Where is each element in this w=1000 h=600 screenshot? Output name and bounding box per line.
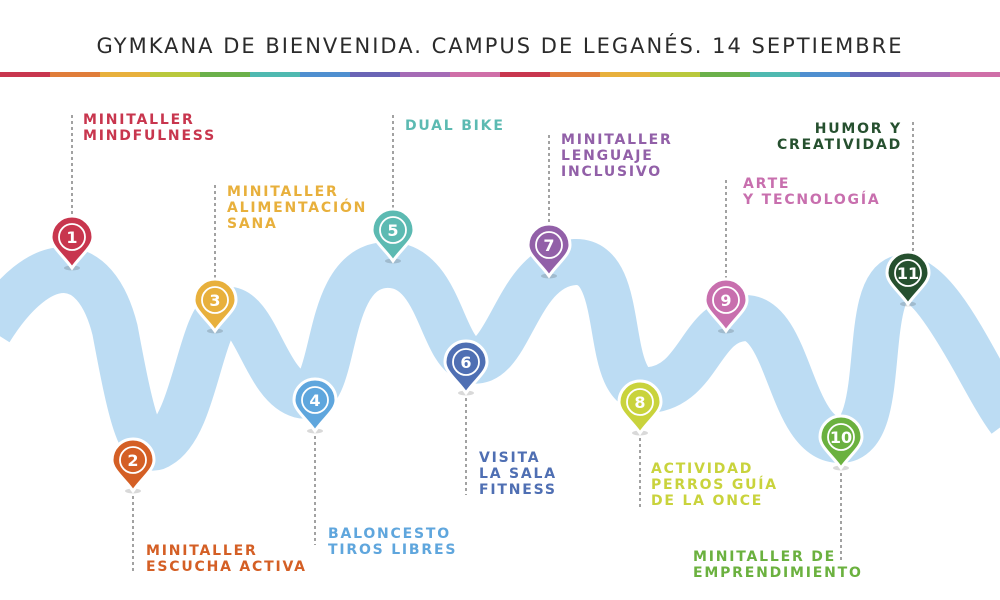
stop-label-line: ALIMENTACIÓN — [227, 200, 368, 216]
stop-label-line: MINITALLER — [561, 132, 673, 148]
stop-label-line: MINITALLER — [146, 543, 258, 559]
rainbow-segment — [750, 72, 800, 77]
pin-number-7: 7 — [543, 236, 554, 255]
pin-number-2: 2 — [127, 451, 138, 470]
rainbow-segment — [450, 72, 500, 77]
connector-lines — [71, 115, 914, 572]
rainbow-segment — [0, 72, 50, 77]
stop-label-line: MINITALLER DE — [693, 549, 837, 565]
stop-label-line: PERROS GUÍA — [651, 477, 778, 493]
stop-label-line: SANA — [227, 216, 278, 232]
stop-label-line: ACTIVIDAD — [651, 461, 754, 477]
map-pin-icon-6: 6 — [443, 339, 489, 396]
rainbow-segment — [250, 72, 300, 77]
stop-label-line: HUMOR Y — [814, 121, 902, 137]
rainbow-segment — [50, 72, 100, 77]
map-pin-icon-11: 11 — [885, 250, 931, 307]
stop-label-line: DE LA ONCE — [651, 493, 764, 509]
rainbow-segment — [500, 72, 550, 77]
pins-layer: 1 2 3 4 5 6 7 8 9 10 11 — [49, 207, 931, 494]
map-pin-icon-3: 3 — [192, 277, 238, 334]
pin-number-5: 5 — [387, 221, 398, 240]
pin-number-1: 1 — [66, 228, 77, 247]
stop-label-5: DUAL BIKE — [405, 118, 505, 134]
pin-number-6: 6 — [460, 353, 471, 372]
pin-number-9: 9 — [720, 291, 731, 310]
rainbow-segment — [900, 72, 950, 77]
stop-label-line: MINITALLER — [227, 184, 339, 200]
map-pin-icon-4: 4 — [292, 377, 338, 434]
map-pin-icon-9: 9 — [703, 277, 749, 334]
rainbow-segment — [850, 72, 900, 77]
rainbow-segment — [150, 72, 200, 77]
stop-label-line: LA SALA — [479, 466, 557, 482]
rainbow-segment — [950, 72, 1000, 77]
stop-label-line: CREATIVIDAD — [776, 137, 902, 153]
pin-number-10: 10 — [830, 428, 852, 447]
stop-label-line: EMPRENDIMIENTO — [693, 565, 863, 581]
rainbow-segment — [650, 72, 700, 77]
stop-label-line: VISITA — [479, 450, 541, 466]
pin-number-8: 8 — [634, 393, 645, 412]
stop-label-line: ESCUCHA ACTIVA — [146, 559, 307, 575]
map-pin-icon-1: 1 — [49, 214, 95, 271]
map-pin-icon-5: 5 — [370, 207, 416, 264]
map-pin-icon-8: 8 — [617, 379, 663, 436]
rainbow-segment — [200, 72, 250, 77]
page-title: GYMKANA DE BIENVENIDA. CAMPUS DE LEGANÉS… — [96, 34, 904, 58]
stop-label-line: ARTE — [743, 176, 791, 192]
stop-label-line: INCLUSIVO — [561, 164, 662, 180]
rainbow-segment — [350, 72, 400, 77]
stop-label-line: DUAL BIKE — [405, 118, 505, 134]
rainbow-segment — [600, 72, 650, 77]
map-pin-icon-10: 10 — [818, 414, 864, 471]
stop-label-line: MINDFULNESS — [83, 128, 216, 144]
map-pin-icon-2: 2 — [110, 437, 156, 494]
stop-label-line: LENGUAJE — [561, 148, 654, 164]
rainbow-divider — [0, 72, 1000, 77]
rainbow-segment — [100, 72, 150, 77]
map-pin-icon-7: 7 — [526, 222, 572, 279]
stop-label-line: BALONCESTO — [328, 526, 451, 542]
stop-label-line: TIROS LIBRES — [328, 542, 458, 558]
stop-label-line: Y TECNOLOGÍA — [743, 192, 881, 208]
rainbow-segment — [400, 72, 450, 77]
rainbow-segment — [300, 72, 350, 77]
stop-label-line: FITNESS — [479, 482, 557, 498]
pin-number-3: 3 — [209, 291, 220, 310]
rainbow-segment — [800, 72, 850, 77]
pin-number-4: 4 — [309, 391, 320, 410]
rainbow-segment — [700, 72, 750, 77]
pin-number-11: 11 — [897, 264, 919, 283]
stop-label-line: MINITALLER — [83, 112, 195, 128]
rainbow-segment — [550, 72, 600, 77]
